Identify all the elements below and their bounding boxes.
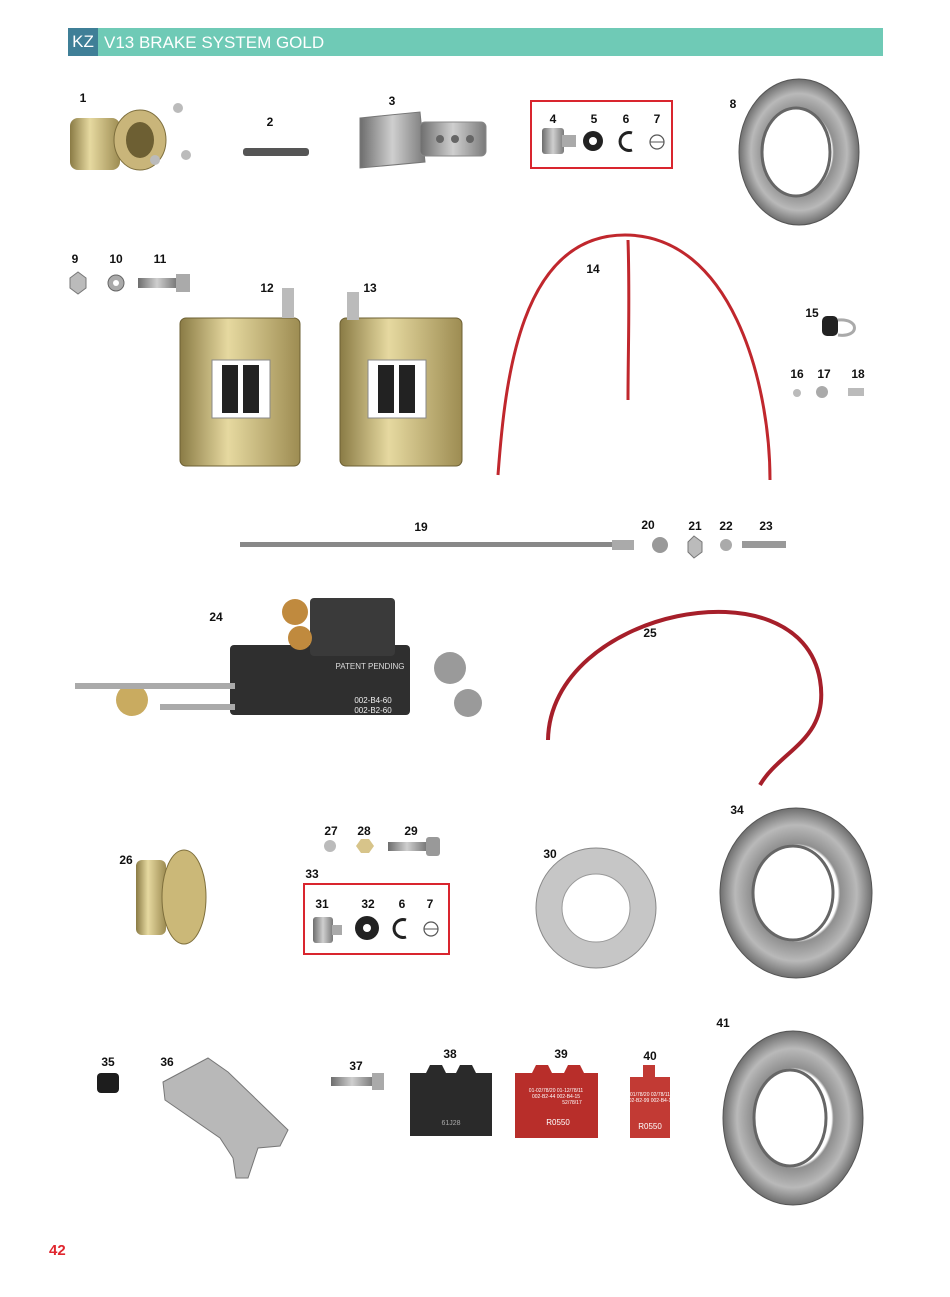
master-code-1: 002-B4-60 [354, 696, 392, 705]
brake-disc-41 [722, 1030, 864, 1206]
pad-40-line2: 002-B2-99 002-B4-10 [625, 1098, 675, 1104]
bracket-36 [162, 1057, 289, 1179]
key-2 [243, 148, 309, 156]
part-number: 13 [363, 281, 377, 295]
part-number: 17 [817, 367, 831, 381]
part-number: 37 [349, 1059, 363, 1073]
brake-line-25 [546, 609, 824, 787]
part-number: 24 [209, 610, 223, 624]
part-number: 27 [324, 824, 338, 838]
part-number: 30 [543, 847, 557, 861]
hub-1 [70, 103, 191, 171]
part-number: 38 [443, 1047, 457, 1061]
hardware-15-18 [793, 316, 864, 398]
part-number: 6 [398, 897, 406, 911]
part-number: 20 [641, 518, 655, 532]
kit-parts-31-7 [313, 916, 439, 943]
part-number: 14 [586, 262, 600, 276]
part-number: 7 [426, 897, 434, 911]
part-number: 36 [160, 1055, 174, 1069]
part-number: 7 [653, 112, 661, 126]
page-title: V13 BRAKE SYSTEM GOLD [104, 33, 325, 52]
part-number: 1 [79, 91, 87, 105]
brake-pad-38 [410, 1065, 492, 1136]
pad-40-line1: 01/78/20 02/78/11 [630, 1092, 670, 1098]
part-number: 8 [729, 97, 737, 111]
caliper-13 [339, 292, 463, 467]
part-number: 4 [549, 112, 557, 126]
part-number: 35 [101, 1055, 115, 1069]
pad-39-compound: R0550 [546, 1118, 570, 1127]
kit-box-top [530, 100, 673, 169]
part-number: 22 [719, 519, 733, 533]
part-number: 11 [153, 252, 167, 266]
part-number: 39 [554, 1047, 568, 1061]
master-cylinder-24 [75, 598, 482, 717]
pad-40-compound: R0550 [638, 1122, 662, 1131]
part-number: 41 [716, 1016, 730, 1030]
part-number: 40 [643, 1049, 657, 1063]
part-number: 28 [357, 824, 371, 838]
part-number: 33 [305, 867, 319, 881]
part-number: 16 [790, 367, 804, 381]
pad-39-line2: 002-B2-44 002-B4-15 [531, 1094, 581, 1100]
shaft-3 [359, 111, 487, 169]
bush-35 [97, 1073, 119, 1093]
part-number: 10 [109, 252, 123, 266]
part-number: 6 [622, 112, 630, 126]
brake-pad-39 [515, 1065, 598, 1138]
part-number: 32 [361, 897, 375, 911]
pad-code-38: 61J28 [441, 1120, 461, 1127]
master-code-2: 002-B2-60 [354, 706, 392, 715]
part-number: 15 [805, 306, 819, 320]
pad-39-line3: 52/78/17 [562, 1100, 582, 1106]
page-number: 42 [49, 1242, 66, 1259]
part-number: 25 [643, 626, 657, 640]
part-number: 26 [119, 853, 133, 867]
part-number: 29 [404, 824, 418, 838]
part-number: 9 [71, 252, 79, 266]
bolt-37 [331, 1073, 384, 1090]
part-number: 12 [260, 281, 274, 295]
part-number: 23 [759, 519, 773, 533]
part-number: 18 [851, 367, 865, 381]
brake-line-14 [496, 233, 772, 481]
brake-disc-34 [719, 807, 873, 979]
section-header: KZ V13 BRAKE SYSTEM GOLD [68, 28, 883, 56]
part-number: 5 [590, 112, 598, 126]
kit-parts-4-7 [542, 128, 665, 154]
disc-carrier-30 [535, 847, 657, 969]
part-number: 31 [315, 897, 329, 911]
part-number: 2 [266, 115, 274, 129]
caliper-patent-text: PATENT PENDING [335, 662, 405, 671]
part-number: 21 [688, 519, 702, 533]
part-number: 34 [730, 803, 744, 817]
hardware-27-29 [324, 837, 440, 856]
category-badge: KZ [68, 28, 98, 56]
part-number: 19 [414, 520, 428, 534]
caliper-12 [179, 288, 301, 467]
brake-disc-8 [738, 78, 860, 226]
part-number: 3 [388, 94, 396, 108]
brake-pad-40 [630, 1065, 670, 1138]
hub-26 [136, 849, 207, 945]
hardware-9-11 [69, 271, 190, 295]
pad-39-line1: 01-02/78/20 01-12/78/11 [528, 1088, 584, 1094]
kit-box-bottom [303, 883, 450, 955]
rod-19-23 [240, 535, 786, 559]
